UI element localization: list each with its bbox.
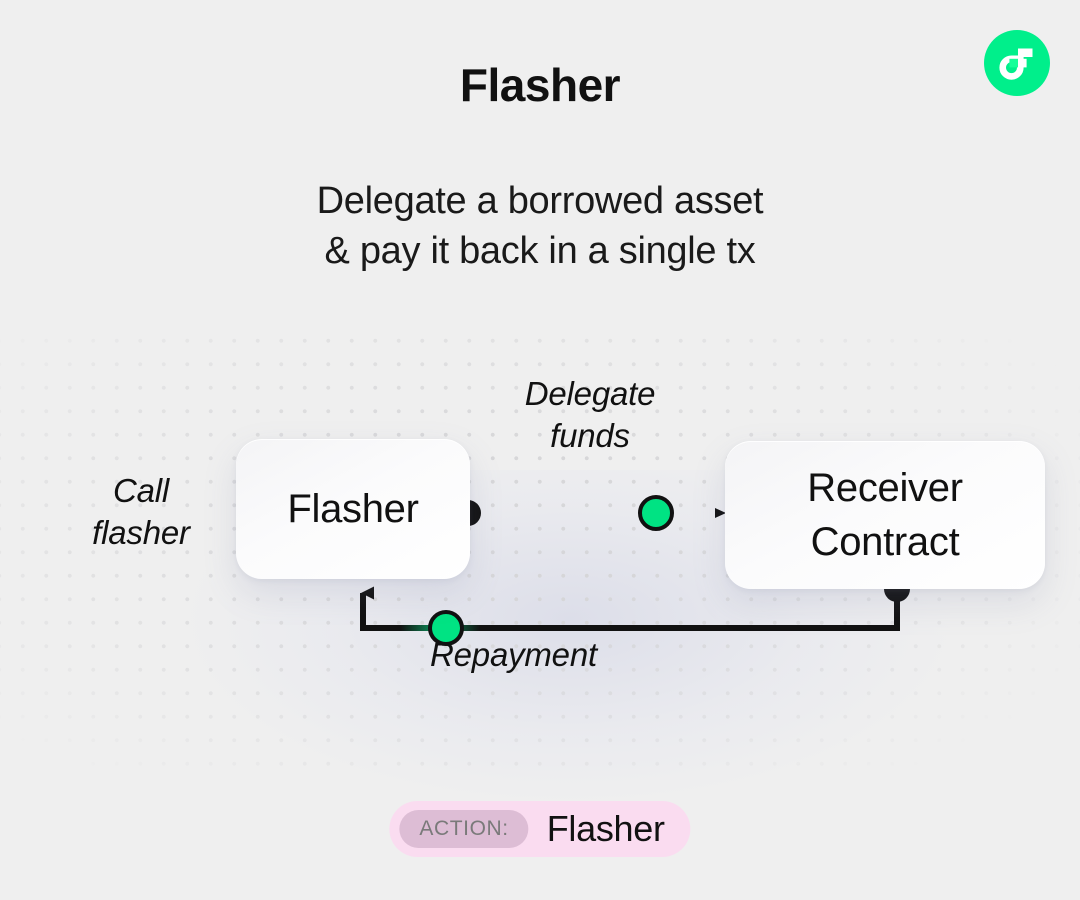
subtitle-line-1: Delegate a borrowed asset: [316, 180, 764, 222]
node-receiver-contract-label: Receiver Contract: [807, 461, 963, 569]
action-badge: ACTION: Flasher: [389, 801, 691, 857]
edge-delegate-funds: [455, 495, 726, 531]
node-flasher-label: Flasher: [287, 487, 419, 531]
receiver-label-line-2: Contract: [810, 520, 960, 564]
page-title: Flasher: [459, 59, 621, 111]
node-flasher[interactable]: Flasher: [236, 439, 470, 579]
flow-logo-icon: [984, 30, 1050, 96]
delegate-token-dot: [638, 495, 674, 531]
action-badge-chip: ACTION:: [399, 810, 529, 848]
action-badge-value: Flasher: [546, 808, 665, 849]
subtitle-line-2: & pay it back in a single tx: [324, 230, 756, 272]
edge-label-repayment: Repayment: [430, 636, 597, 673]
call-label-line-1: Call: [112, 472, 170, 509]
node-receiver-contract[interactable]: Receiver Contract: [725, 441, 1045, 589]
repayment-token-dot: [428, 610, 464, 646]
edge-label-delegate-funds: Delegate funds: [460, 373, 720, 457]
call-label-line-2: flasher: [92, 514, 190, 551]
edge-label-call-flasher: Call flasher: [46, 470, 236, 554]
delegate-label-line-1: Delegate: [524, 375, 656, 412]
flow-diagram: Flasher Receiver Contract Call flasher D…: [0, 320, 1080, 800]
page-subtitle: Delegate a borrowed asset & pay it back …: [0, 176, 1080, 276]
delegate-label-line-2: funds: [550, 417, 630, 454]
receiver-label-line-1: Receiver: [807, 466, 963, 510]
